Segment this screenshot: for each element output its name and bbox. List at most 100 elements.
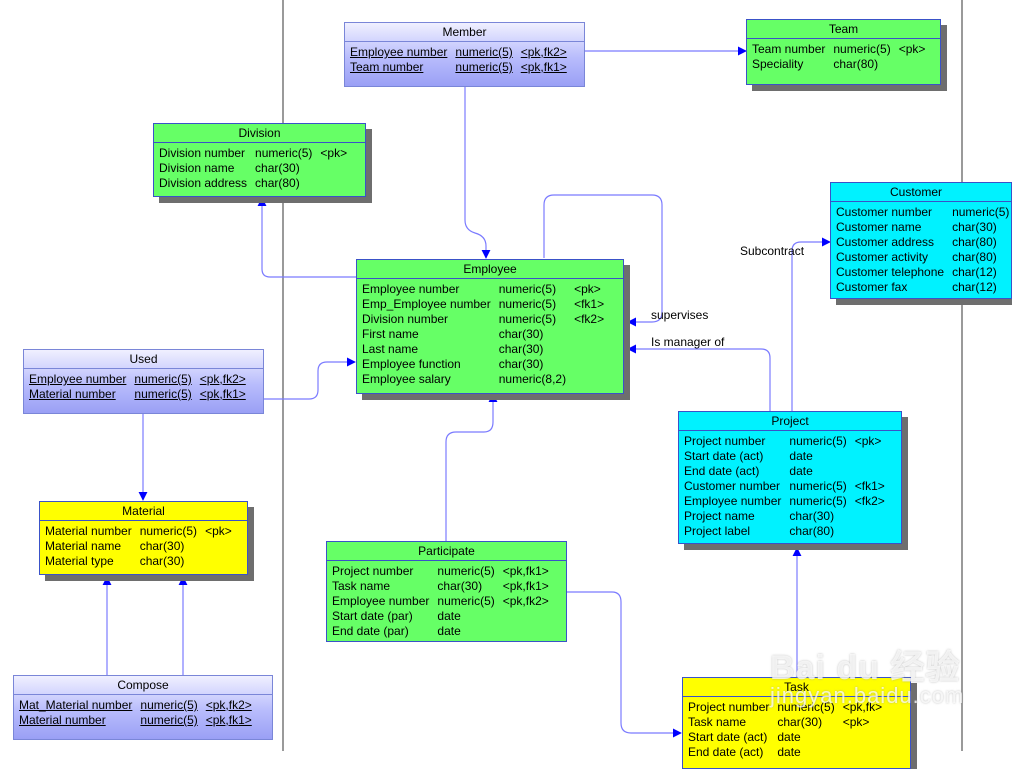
attribute-type: numeric(5): [437, 564, 495, 578]
connector-member-employee: [464, 86, 491, 259]
connector-used-employee: [263, 357, 356, 400]
attribute-name: Team number: [752, 42, 826, 56]
entity-title: Task: [683, 678, 910, 697]
attribute-row: Start date (par)date: [332, 609, 549, 624]
attribute-name: Task name: [688, 715, 747, 729]
attribute-name: Project number: [688, 700, 770, 714]
attribute-name: Team number: [350, 60, 424, 74]
entity-title: Customer: [831, 183, 1011, 202]
connector-employee-supervises: [543, 194, 663, 327]
attribute-name: Employee number: [350, 45, 448, 59]
attribute-type: numeric(5): [455, 60, 513, 74]
attribute-name: Employee salary: [362, 372, 451, 386]
attribute-type: char(30): [255, 161, 300, 175]
attribute-key: <pk>: [205, 524, 232, 538]
page-boundary-left: [282, 0, 284, 751]
attribute-key: <fk2>: [574, 312, 605, 326]
entity-title: Division: [154, 124, 365, 143]
attribute-type: numeric(5): [498, 297, 557, 311]
attribute-key: <pk,fk2>: [520, 45, 567, 59]
entity-title: Compose: [14, 676, 272, 695]
attribute-key: [855, 524, 885, 539]
attribute-name: Material type: [45, 554, 114, 568]
attribute-type: numeric(5): [140, 713, 198, 727]
attribute-type: char(30): [789, 509, 835, 523]
attribute-key: [855, 464, 885, 479]
label-is-manager-of: Is manager of: [651, 335, 725, 349]
attribute-name: Start date (act): [684, 449, 764, 463]
attribute-type: numeric(5): [134, 372, 192, 386]
attribute-key: [205, 539, 232, 554]
entity-title: Employee: [357, 260, 623, 279]
attribute-key: [503, 609, 549, 624]
attribute-type: numeric(5): [498, 282, 557, 296]
attribute-type: date: [777, 745, 801, 759]
attribute-name: Project number: [332, 564, 414, 578]
attribute-type: numeric(5): [134, 387, 192, 401]
attribute-type: date: [789, 464, 813, 478]
attribute-type: char(80): [255, 176, 300, 190]
attribute-key: <fk2>: [854, 494, 885, 508]
attribute-name: End date (act): [688, 745, 764, 759]
entity-title: Project: [679, 412, 901, 431]
attribute-type: date: [789, 449, 813, 463]
attribute-key: <pk>: [574, 282, 601, 296]
attribute-name: Task name: [332, 579, 391, 593]
attribute-row: Start date (act)date: [688, 730, 882, 745]
attribute-key: [503, 624, 549, 639]
attribute-type: numeric(5): [789, 434, 847, 448]
attribute-name: Customer telephone: [836, 265, 945, 279]
attribute-type: date: [777, 730, 801, 744]
attribute-key: [855, 509, 885, 524]
attribute-type: char(30): [437, 579, 483, 593]
attribute-key: [205, 554, 232, 569]
attribute-key: <pk,fk1>: [520, 60, 567, 74]
attribute-name: Material number: [19, 713, 106, 727]
attribute-name: Division name: [159, 161, 235, 175]
attribute-key: [574, 372, 604, 387]
attribute-key: <pk,fk>: [842, 700, 883, 714]
attribute-key: [855, 449, 885, 464]
attribute-name: Employee function: [362, 357, 461, 371]
attribute-type: char(80): [952, 250, 997, 264]
attribute-type: numeric(5): [139, 524, 198, 538]
attribute-key: [843, 745, 882, 760]
attribute-type: char(12): [952, 265, 997, 279]
entity-title: Participate: [327, 542, 566, 561]
attribute-type: numeric(5): [789, 494, 847, 508]
